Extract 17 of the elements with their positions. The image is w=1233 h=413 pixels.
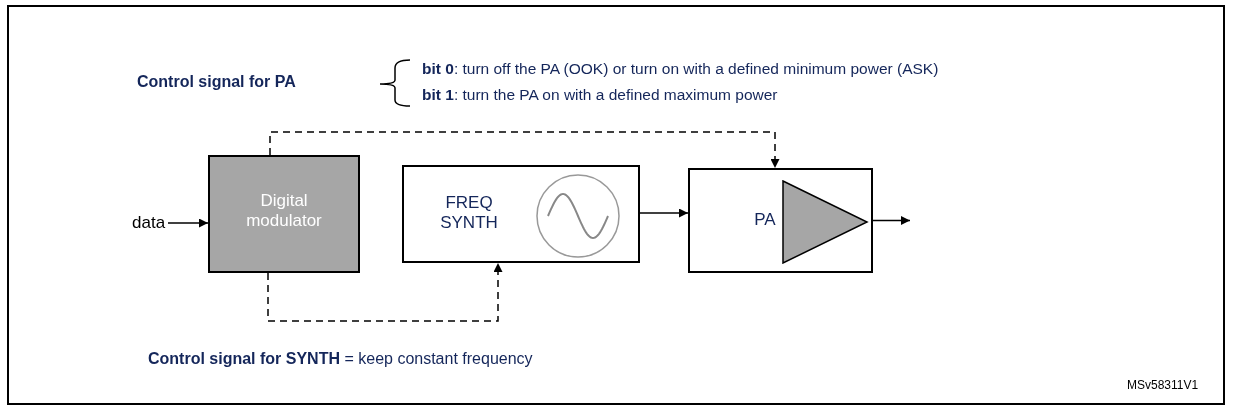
dashed-arrow	[269, 131, 780, 169]
arrow	[872, 216, 911, 225]
arrow	[167, 218, 209, 228]
modulator-block	[208, 155, 360, 273]
synthesizer-block	[402, 165, 640, 263]
arrow	[639, 208, 689, 218]
block-label: PA	[753, 210, 777, 231]
block-label: FREQ SYNTH	[439, 193, 499, 234]
control-signal-note: Control signal for SYNTH = keep constant frequency	[148, 350, 533, 368]
input-label: data	[132, 210, 168, 236]
amplifier-block	[688, 168, 873, 273]
block-label: Digital modulator	[245, 191, 323, 232]
bit-description: bit 0: turn off the PA (OOK) or turn on with a defined minimum power (ASK)	[422, 60, 939, 78]
dashed-arrow	[267, 262, 503, 322]
figure-code: MSv58311V1	[1127, 378, 1199, 392]
control-signal-heading: Control signal for PA	[137, 73, 296, 91]
bit-description: bit 1: turn the PA on with a defined maximum power	[422, 86, 778, 104]
